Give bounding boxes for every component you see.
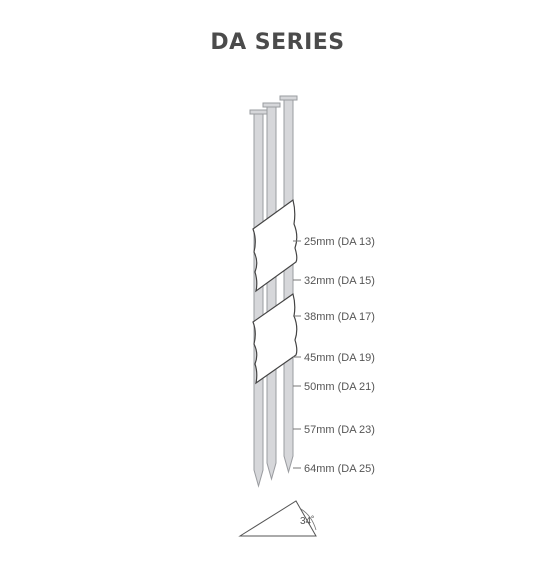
angle-arc — [300, 508, 317, 531]
nail-left — [249, 109, 268, 488]
angle-indicator: 34˚ — [238, 500, 317, 537]
label-50mm: 50mm (DA 21) — [304, 381, 375, 393]
length-markers: 25mm (DA 13) 32mm (DA 15) 38mm (DA 17) 4… — [293, 236, 375, 475]
angle-triangle — [238, 500, 317, 537]
label-45mm: 45mm (DA 19) — [304, 352, 375, 364]
angle-label: 34˚ — [300, 515, 314, 527]
label-25mm: 25mm (DA 13) — [304, 236, 375, 248]
paper-strip-upper — [252, 198, 298, 293]
page-title: DA SERIES — [210, 30, 345, 55]
label-64mm: 64mm (DA 25) — [304, 463, 375, 475]
nail-middle — [262, 102, 281, 481]
label-32mm: 32mm (DA 15) — [304, 275, 375, 287]
nail-right — [279, 95, 298, 474]
label-57mm: 57mm (DA 23) — [304, 424, 375, 436]
label-38mm: 38mm (DA 17) — [304, 311, 375, 323]
